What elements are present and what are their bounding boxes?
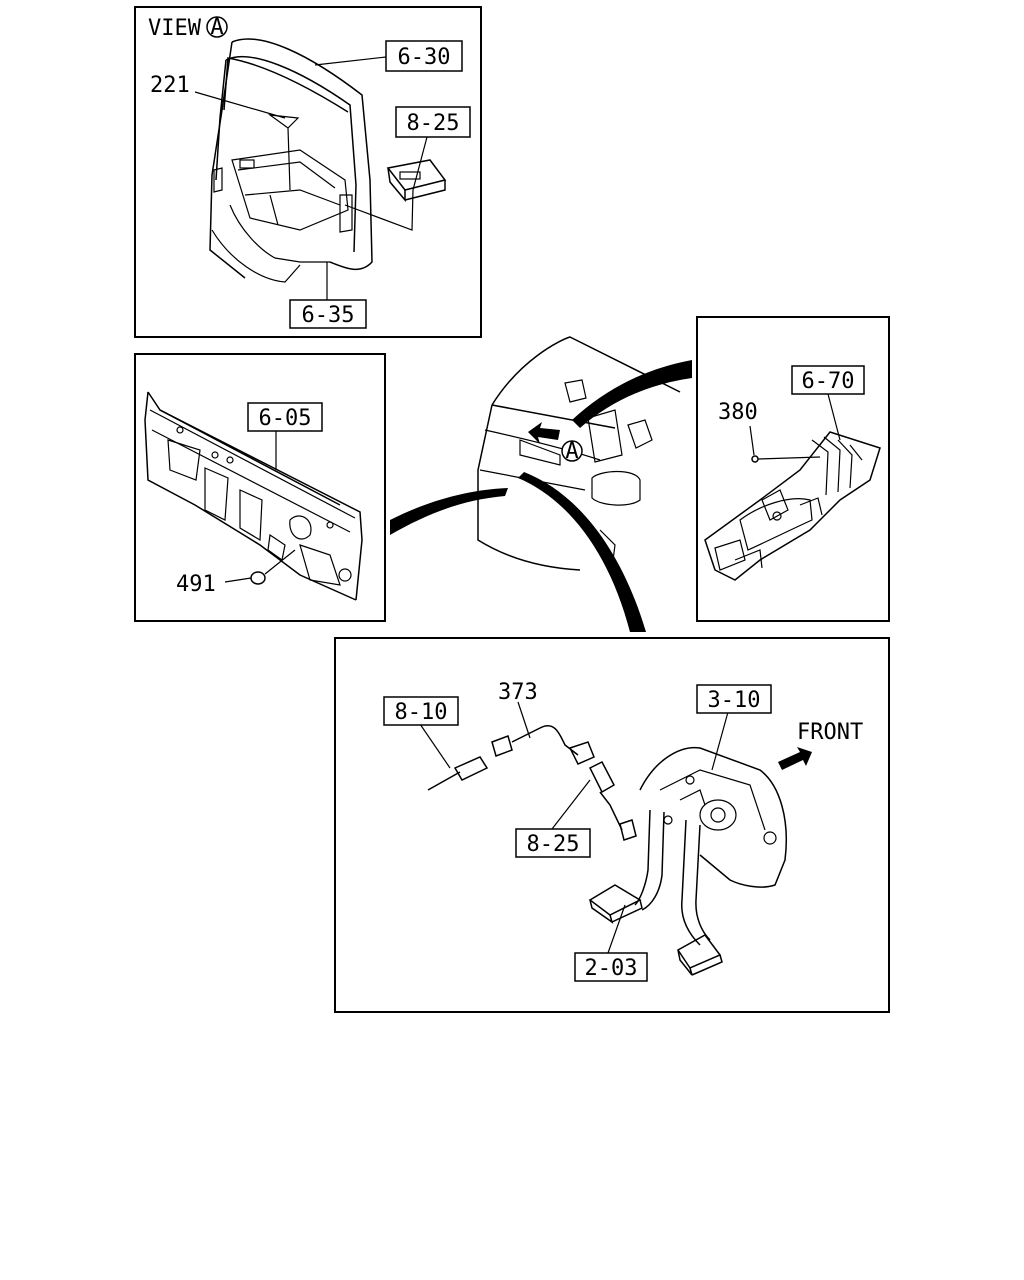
ref-6-70: 6-70 [802, 369, 855, 394]
ref-8-25-top: 8-25 [407, 111, 460, 136]
door-illustration [209, 38, 373, 283]
view-a-panel: VIEW A [134, 6, 482, 338]
part-380: 380 [718, 400, 758, 425]
cab-view-marker-circle [561, 440, 583, 462]
wire-harness-illustration [427, 725, 637, 841]
part-491: 491 [176, 572, 216, 597]
swoosh-to-dash-panel [390, 488, 508, 535]
floor-panel-illustration [704, 431, 881, 581]
swoosh-to-pedal-panel [518, 472, 646, 632]
part-221: 221 [150, 73, 190, 98]
front-arrow-icon [778, 747, 812, 770]
cab-overview: A [477, 336, 681, 571]
direction-arrow-icon [528, 422, 560, 444]
part-373: 373 [498, 680, 538, 705]
ref-8-25-bottom: 8-25 [527, 832, 580, 857]
ref-6-30: 6-30 [398, 45, 451, 70]
pedal-panel: FRONT 8-10 3-10 8-25 2-03 373 [334, 637, 890, 1013]
ref-2-03: 2-03 [585, 956, 638, 981]
front-label: FRONT [797, 720, 863, 745]
dash-panel: 6-05 491 [134, 353, 386, 622]
window-switch-illustration [386, 159, 447, 203]
view-marker: A [210, 15, 223, 40]
ref-3-10: 3-10 [708, 688, 761, 713]
floor-panel: 6-70 380 [696, 316, 890, 622]
view-marker-circle [206, 16, 228, 38]
ref-8-10: 8-10 [395, 700, 448, 725]
ref-6-05: 6-05 [259, 406, 312, 431]
dash-panel-illustration [144, 391, 363, 601]
ref-6-35: 6-35 [302, 303, 355, 328]
swoosh-to-floor-panel [572, 360, 692, 428]
view-label: VIEW [148, 16, 202, 41]
pedal-assembly-illustration [588, 746, 788, 976]
cab-view-marker: A [565, 439, 578, 464]
